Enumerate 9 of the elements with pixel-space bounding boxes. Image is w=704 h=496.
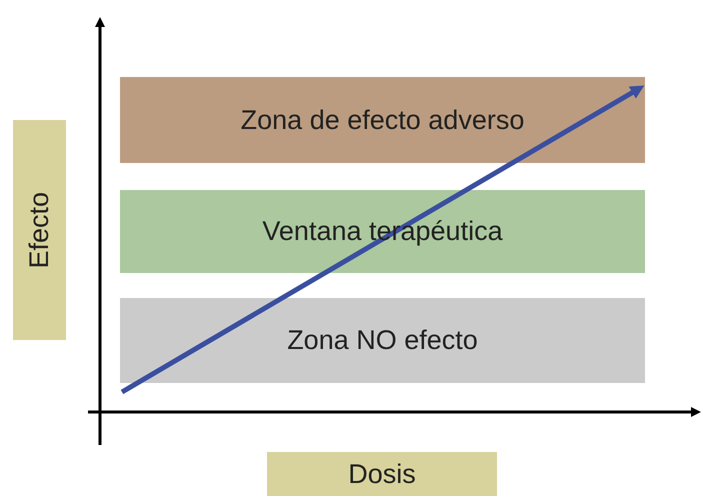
axis-label: Efecto xyxy=(24,192,55,268)
zone-label: Zona de efecto adverso xyxy=(240,104,524,136)
axis-label-box xyxy=(13,120,66,340)
axis-label-box xyxy=(267,452,497,496)
zone-band xyxy=(120,190,645,273)
zone-label: Zona NO efecto xyxy=(287,325,478,356)
zone-band xyxy=(120,77,645,163)
zone-band xyxy=(120,298,645,383)
axis-label: Dosis xyxy=(348,458,416,490)
